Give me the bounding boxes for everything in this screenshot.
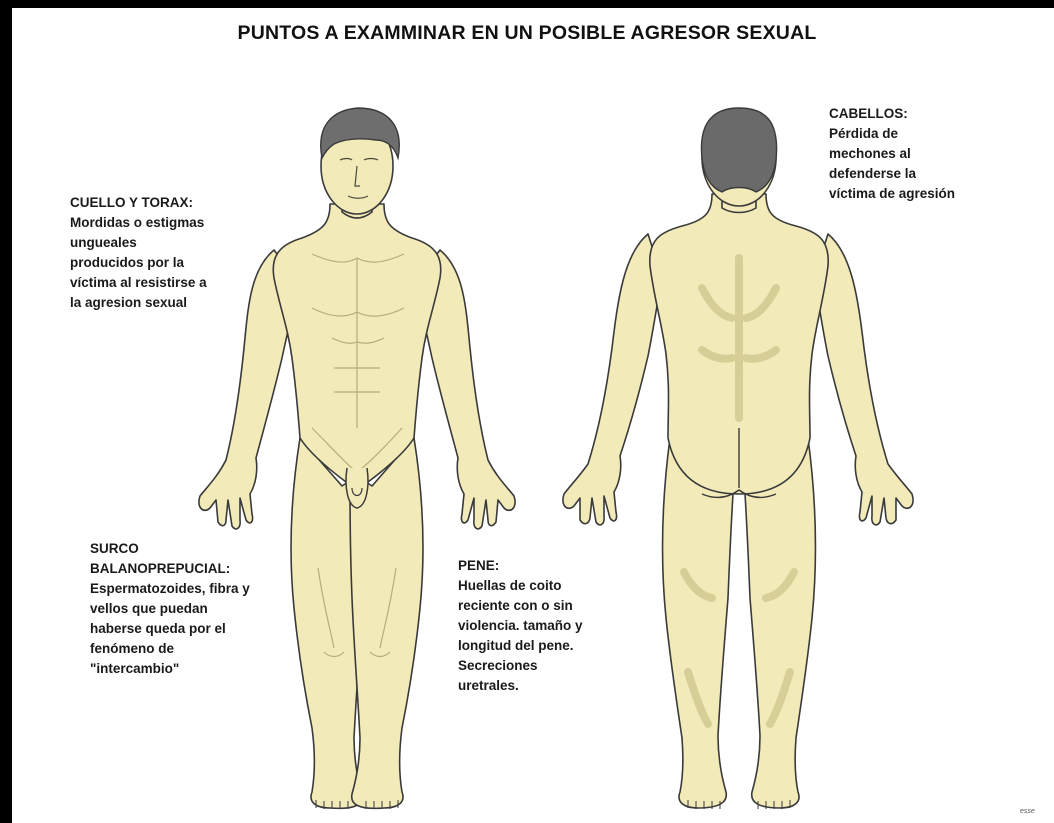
label-heading: CABELLOS: — [829, 106, 908, 121]
label-line: reciente con o sin — [458, 598, 573, 613]
label-line: longitud del pene. — [458, 638, 574, 653]
label-line: Espermatozoides, fibra y — [90, 581, 250, 596]
label-line: la agresion sexual — [70, 295, 188, 310]
label-line: Huellas de coito — [458, 578, 562, 593]
front-body-figure — [198, 107, 516, 810]
label-line: víctima al resistirse a — [70, 275, 207, 290]
artist-signature: esse — [1020, 808, 1035, 815]
label-line: violencia. tamaño y — [458, 618, 583, 633]
label-line: Pérdida de — [829, 126, 899, 141]
label-line: Mordidas o estigmas — [70, 215, 205, 230]
label-heading: PENE: — [458, 558, 500, 573]
label-line: defenderse la — [829, 166, 917, 181]
label-line: uretrales. — [458, 678, 519, 693]
label-line: vellos que puedan — [90, 601, 208, 616]
label-line: producidos por la — [70, 255, 185, 270]
label-line: fenómeno de — [90, 641, 175, 656]
label-cabellos: CABELLOS: Pérdida de mechones al defende… — [829, 104, 955, 204]
label-line: ungueales — [70, 235, 137, 250]
back-body-figure — [562, 107, 914, 809]
label-line: Secreciones — [458, 658, 538, 673]
label-heading: CUELLO Y TORAX: — [70, 195, 194, 210]
label-line: haberse queda por el — [90, 621, 226, 636]
label-heading: SURCO — [90, 541, 139, 556]
diagram-title: PUNTOS A EXAMMINAR EN UN POSIBLE AGRESOR… — [237, 22, 817, 44]
diagram-panel: PUNTOS A EXAMMINAR EN UN POSIBLE AGRESOR… — [12, 8, 1054, 823]
label-line: víctima de agresión — [829, 186, 956, 201]
label-cuello-torax: CUELLO Y TORAX: Mordidas o estigmas ungu… — [70, 193, 207, 313]
label-line: "intercambio" — [90, 661, 180, 676]
label-line: mechones al — [829, 146, 911, 161]
label-pene: PENE: Huellas de coito reciente con o si… — [458, 556, 583, 696]
label-heading: BALANOPREPUCIAL: — [90, 561, 231, 576]
label-surco-balanoprepucial: SURCO BALANOPREPUCIAL: Espermatozoides, … — [90, 539, 250, 679]
